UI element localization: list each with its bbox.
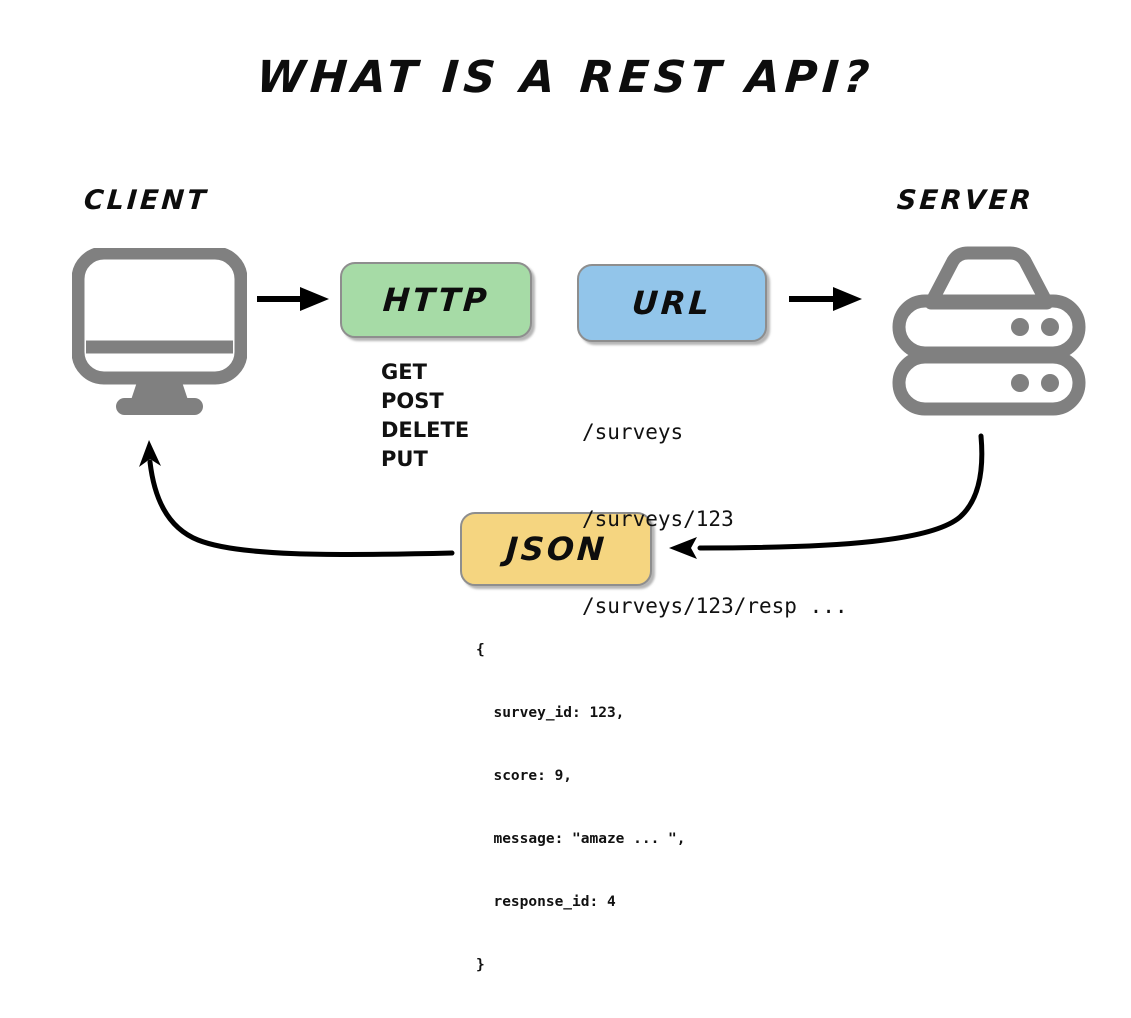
json-payload-line: response_id: 4 (476, 894, 616, 910)
http-box[interactable]: HTTP (340, 262, 532, 338)
json-box[interactable]: JSON (460, 512, 652, 586)
http-methods-list: GET POST DELETE PUT (381, 358, 469, 474)
page-title: WHAT IS A REST API? (254, 52, 877, 103)
diagram-canvas: WHAT IS A REST API? CLIENT SERVER (71, 52, 1088, 973)
http-method-item: PUT (381, 447, 428, 471)
client-label: CLIENT (82, 185, 210, 216)
json-payload-sample: { survey_id: 123, score: 9, message: "am… (476, 598, 686, 1018)
json-payload-line: message: "amaze ... ", (476, 831, 686, 847)
json-payload-line: survey_id: 123, (476, 705, 625, 721)
arrow-url-to-server (789, 287, 862, 311)
url-box[interactable]: URL (577, 264, 767, 342)
json-payload-line: score: 9, (476, 768, 573, 784)
url-path-item: /surveys/123/resp ... (582, 594, 848, 618)
arrow-client-to-http (257, 287, 329, 311)
http-method-item: POST (381, 389, 444, 413)
json-payload-line: } (476, 957, 485, 973)
http-method-item: DELETE (381, 418, 470, 442)
json-payload-line: { (476, 642, 485, 658)
desktop-monitor-icon (71, 246, 248, 420)
http-box-label: HTTP (381, 281, 491, 319)
url-path-item: /surveys (582, 420, 684, 444)
url-box-label: URL (630, 284, 714, 322)
server-label: SERVER (895, 185, 1035, 216)
url-path-item: /surveys/123 (582, 507, 734, 531)
http-method-item: GET (381, 360, 427, 384)
server-rack-icon (890, 245, 1088, 420)
